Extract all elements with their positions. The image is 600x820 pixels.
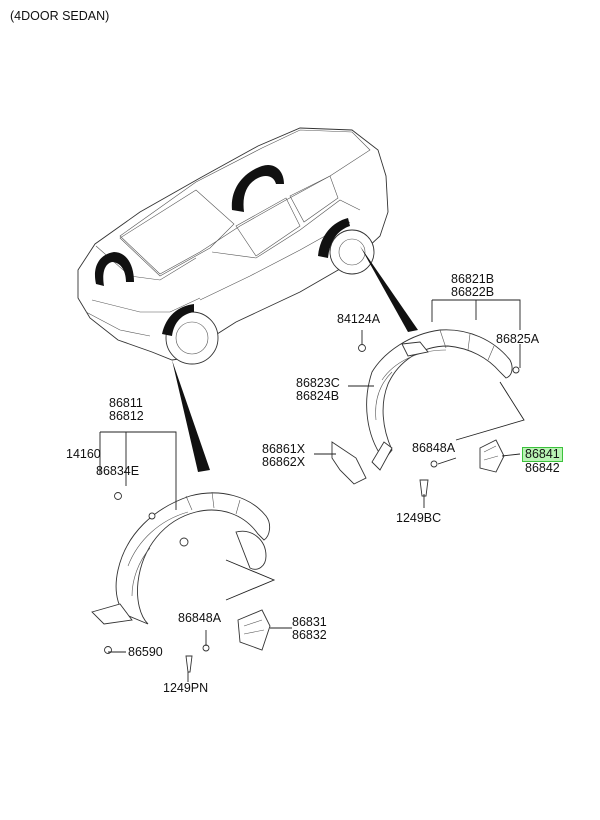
rear-wheel-guard [331, 329, 520, 497]
callout-86831-86832[interactable]: 86831 86832 [292, 616, 327, 642]
part-number: 1249BC [396, 511, 442, 525]
variant-title: (4DOOR SEDAN) [10, 9, 110, 23]
part-number: 86861X [262, 442, 306, 456]
part-number: 86834E [96, 464, 140, 478]
part-number: 14160 [66, 447, 101, 461]
callout-86590[interactable]: 86590 [128, 646, 163, 659]
part-number: 86824B [296, 389, 340, 403]
callout-1249PN[interactable]: 1249PN [163, 682, 208, 695]
rear-leader-lines [314, 299, 525, 508]
callout-1249BC[interactable]: 1249BC [396, 512, 441, 525]
part-number: 86832 [292, 628, 327, 642]
front-leader-lines [99, 431, 292, 682]
callout-86834E[interactable]: 86834E [96, 465, 139, 478]
callout-86825A[interactable]: 86825A [496, 333, 539, 346]
part-number: 86590 [128, 645, 163, 659]
part-number: 86812 [109, 409, 144, 423]
callout-14160[interactable]: 14160 [66, 448, 101, 461]
part-number: 86822B [451, 285, 495, 299]
part-number: 86842 [525, 461, 560, 475]
part-number: 84124A [337, 312, 381, 326]
callout-86861X-86862X[interactable]: 86861X 86862X [262, 443, 305, 469]
part-number: 86831 [292, 615, 327, 629]
part-number: 1249PN [163, 681, 209, 695]
callout-84124A[interactable]: 84124A [337, 313, 380, 326]
part-number: 86825A [496, 332, 540, 346]
callout-86811-86812[interactable]: 86811 86812 [109, 397, 144, 423]
callout-86848A-rear[interactable]: 86848A [412, 442, 455, 455]
car-illustration [77, 127, 418, 472]
part-number: 86848A [412, 441, 456, 455]
part-number: 86823C [296, 376, 340, 390]
callout-86823C-86824B[interactable]: 86823C 86824B [296, 377, 340, 403]
callout-86841-86842[interactable]: 86841 86842 [522, 447, 563, 475]
part-number: 86862X [262, 455, 306, 469]
callout-86848A-front[interactable]: 86848A [178, 612, 221, 625]
part-number-highlighted: 86841 [522, 447, 563, 462]
part-number: 86811 [109, 396, 143, 410]
callout-86821B-86822B[interactable]: 86821B 86822B [451, 273, 494, 299]
part-number: 86848A [178, 611, 222, 625]
front-wheel-guard [91, 491, 271, 673]
part-number: 86821B [451, 272, 495, 286]
